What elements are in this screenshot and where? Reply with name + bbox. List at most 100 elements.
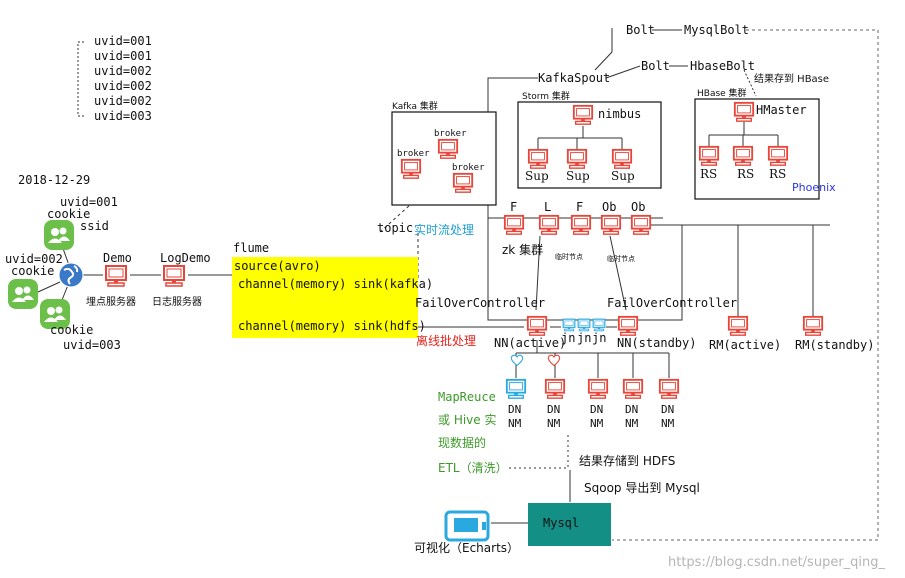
storm-box [517, 101, 662, 189]
rs-label: RS [737, 167, 754, 181]
kafka-spout-label: KafkaSpout [538, 71, 610, 85]
server-icon [698, 145, 720, 167]
realtime-label: 实时流处理 [414, 222, 474, 237]
etl-line: 或 Hive 实 [438, 412, 496, 427]
user-icon [44, 220, 74, 250]
hbase-cluster: HBase 集群 HMaster RS RS RS Phoenix [694, 87, 836, 200]
server-icon [802, 315, 824, 337]
zk-node-label: Ob [631, 200, 645, 214]
dn-label: DN [661, 403, 674, 416]
temp-node-label: 临时节点 [607, 254, 635, 263]
mysql-label: Mysql [543, 516, 579, 530]
zk-node-label: F [576, 200, 583, 214]
dn-label: DN [590, 403, 603, 416]
topic-label: topic [377, 221, 413, 235]
sup-label: Sup [566, 169, 590, 183]
server-icon [544, 378, 566, 400]
server-icon [592, 318, 606, 332]
logdemo-server: LogDemo 日志服务器 [152, 251, 211, 308]
rs-label: RS [700, 167, 717, 181]
etl-line: MapReuce [438, 390, 496, 404]
kafka-title: Kafka 集群 [392, 100, 438, 112]
cookie-mid: cookie [11, 264, 54, 278]
server-icon [611, 148, 633, 170]
server-icon [630, 214, 652, 236]
server-icon [733, 101, 755, 123]
mysql-bolt-label: MysqlBolt [684, 23, 749, 37]
server-icon [727, 315, 749, 337]
flume-source: source(avro) [234, 259, 321, 273]
failover-right-label: FailOverController [607, 296, 737, 310]
server-icon [617, 315, 639, 337]
etl-line: ETL（清洗） [438, 461, 508, 475]
log-item: uvid=002 [94, 64, 152, 78]
zk-node-label: F [510, 200, 517, 214]
heart-icon [510, 354, 524, 367]
server-icon [163, 265, 185, 287]
kafka-cluster: Kafka 集群 broker broker broker topic 实时流处… [377, 100, 497, 237]
server-icon [503, 214, 525, 236]
rs-label: RS [769, 167, 786, 181]
log-item: uvid=002 [94, 79, 152, 93]
hbase-box [694, 98, 820, 200]
zk-node-label: L [544, 200, 551, 214]
nm-label: NM [661, 417, 675, 430]
server-icon [452, 172, 474, 194]
logdemo-caption: 日志服务器 [152, 295, 202, 308]
kafka-broker: broker [397, 149, 430, 159]
zk-cluster: F L F Ob Ob zk 集群 临时节点 临时节点 [502, 200, 652, 263]
server-icon [572, 104, 594, 126]
bolt-label: Bolt [626, 23, 655, 37]
server-icon [587, 378, 609, 400]
store-hdfs-label: 结果存储到 HDFS [579, 453, 675, 468]
log-item: uvid=002 [94, 94, 152, 108]
log-item: uvid=001 [94, 49, 152, 63]
nm-label: NM [547, 417, 561, 430]
dn-label: DN [547, 403, 560, 416]
kafka-box [391, 111, 497, 206]
log-item: uvid=001 [94, 34, 152, 48]
zk-title: zk 集群 [502, 242, 543, 257]
dn-label: DN [508, 403, 521, 416]
results-group: 结果存储到 HDFS Sqoop 导出到 Mysql Mysql 可视化（Ech… [414, 453, 700, 555]
jn-label: jn [592, 331, 606, 345]
server-icon [658, 378, 680, 400]
monitor-icon [444, 510, 490, 542]
offline-label: 离线批处理 [416, 333, 476, 348]
server-icon [105, 265, 127, 287]
server-icon [538, 214, 560, 236]
globe-icon [58, 262, 84, 288]
flume-channel-kafka: channel(memory) sink(kafka) [238, 277, 433, 291]
save-hbase-label: 结果存到 HBase [754, 72, 829, 85]
uvid-bottom: uvid=003 [63, 338, 121, 352]
hbase-title: HBase 集群 [697, 87, 747, 99]
visual-label: 可视化（Echarts） [414, 540, 519, 555]
server-icon [437, 138, 459, 160]
hbase-bolt-label: HbaseBolt [690, 59, 755, 73]
sup-label: Sup [525, 169, 549, 183]
kafka-broker: broker [452, 163, 485, 173]
server-icon [570, 214, 592, 236]
demo-caption: 埋点服务器 [86, 295, 136, 308]
jn-label: jn [561, 331, 575, 345]
dn-label: DN [625, 403, 638, 416]
watermark: https://blog.csdn.net/super_qing_ [668, 555, 886, 570]
server-icon [527, 148, 549, 170]
nn-standby-label: NN(standby) [617, 336, 696, 350]
heart-icon [547, 354, 561, 367]
server-icon [622, 378, 644, 400]
cookie-bottom: cookie [50, 323, 93, 337]
log-item: uvid=003 [94, 109, 152, 123]
flume-box [232, 257, 418, 338]
server-icon [562, 318, 576, 332]
server-icon [767, 145, 789, 167]
etl-line: 现数据的 [438, 435, 486, 450]
zk-node-label: Ob [602, 200, 616, 214]
bolt-label: Bolt [641, 59, 670, 73]
nm-label: NM [508, 417, 522, 430]
sup-label: Sup [611, 169, 635, 183]
temp-node-label: 临时节点 [555, 252, 583, 261]
ssid-label: ssid [80, 219, 109, 233]
failover-left-label: FailOverController [415, 296, 545, 310]
